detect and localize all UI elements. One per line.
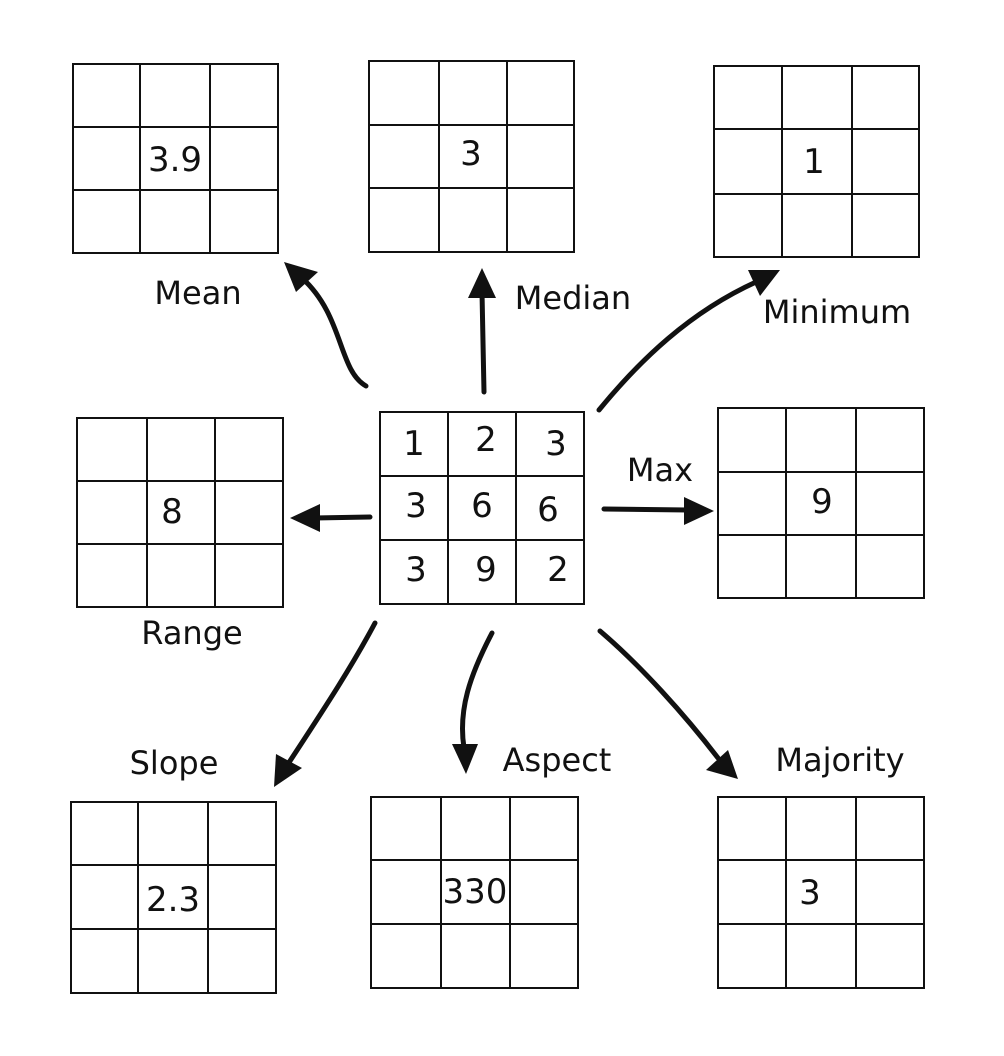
input-cell: 2 (475, 420, 497, 460)
arrow-to-aspect (452, 630, 495, 774)
arrow-to-max (601, 497, 714, 525)
arrow-to-majority (597, 628, 738, 779)
arrow-to-range (290, 504, 373, 532)
majority-value: 3 (799, 873, 821, 913)
arrow-to-slope (274, 620, 378, 787)
input-cell: 3 (545, 424, 567, 464)
aspect-value: 330 (443, 872, 508, 912)
aspect-label: Aspect (503, 741, 612, 779)
slope-output-grid: 2.3 (70, 801, 277, 994)
median-value: 3 (460, 134, 482, 174)
arrow-shaft (596, 279, 759, 413)
mean-output-grid: 3.9 (72, 63, 279, 254)
range-value: 8 (161, 492, 183, 532)
max-output-grid: 9 (717, 407, 925, 599)
grid-border (717, 796, 925, 989)
arrow-head (284, 262, 318, 292)
range-label: Range (141, 614, 242, 652)
arrow-head (452, 744, 478, 774)
grid-border (368, 60, 575, 253)
arrow-to-minimum (596, 270, 780, 413)
arrow-head (290, 504, 320, 532)
arrow-to-mean (284, 262, 369, 389)
mean-value: 3.9 (148, 140, 202, 180)
slope-label: Slope (130, 744, 219, 782)
arrow-head (748, 270, 780, 296)
minimum-output-grid: 1 (713, 65, 920, 258)
median-label: Median (515, 279, 631, 317)
arrow-head (684, 497, 714, 525)
input-cell: 3 (405, 486, 427, 526)
grid-border (370, 796, 579, 989)
input-cell: 6 (471, 486, 493, 526)
median-output-grid: 3 (368, 60, 575, 253)
slope-value: 2.3 (146, 880, 200, 920)
arrow-shaft (299, 275, 369, 389)
grid-border (70, 801, 277, 994)
arrow-head (468, 268, 496, 298)
arrow-shaft (479, 289, 487, 395)
input-cell: 1 (403, 424, 425, 464)
arrow-shaft (459, 630, 495, 751)
arrow-to-median (468, 268, 496, 395)
grid-border (76, 417, 284, 608)
input-grid-border (379, 411, 585, 605)
input-cell: 3 (405, 550, 427, 590)
input-cell: 6 (537, 490, 559, 530)
grid-border (717, 407, 925, 599)
input-cell: 2 (547, 550, 569, 590)
majority-label: Majority (775, 741, 904, 779)
grid-border (72, 63, 279, 254)
arrow-head (706, 750, 738, 779)
minimum-label: Minimum (763, 293, 911, 331)
minimum-value: 1 (803, 142, 825, 182)
arrow-shaft (311, 514, 373, 521)
arrow-shaft (285, 620, 378, 767)
aspect-output-grid: 330 (370, 796, 579, 989)
input-grid: 1 2 3 3 6 6 3 9 2 (379, 411, 585, 605)
arrow-shaft (601, 506, 691, 513)
majority-output-grid: 3 (717, 796, 925, 989)
range-output-grid: 8 (76, 417, 284, 608)
arrow-head (274, 754, 302, 787)
max-label: Max (627, 451, 693, 489)
grid-border (713, 65, 920, 258)
arrow-shaft (597, 628, 721, 761)
max-value: 9 (811, 482, 833, 522)
mean-label: Mean (154, 274, 241, 312)
input-cell: 9 (475, 550, 497, 590)
